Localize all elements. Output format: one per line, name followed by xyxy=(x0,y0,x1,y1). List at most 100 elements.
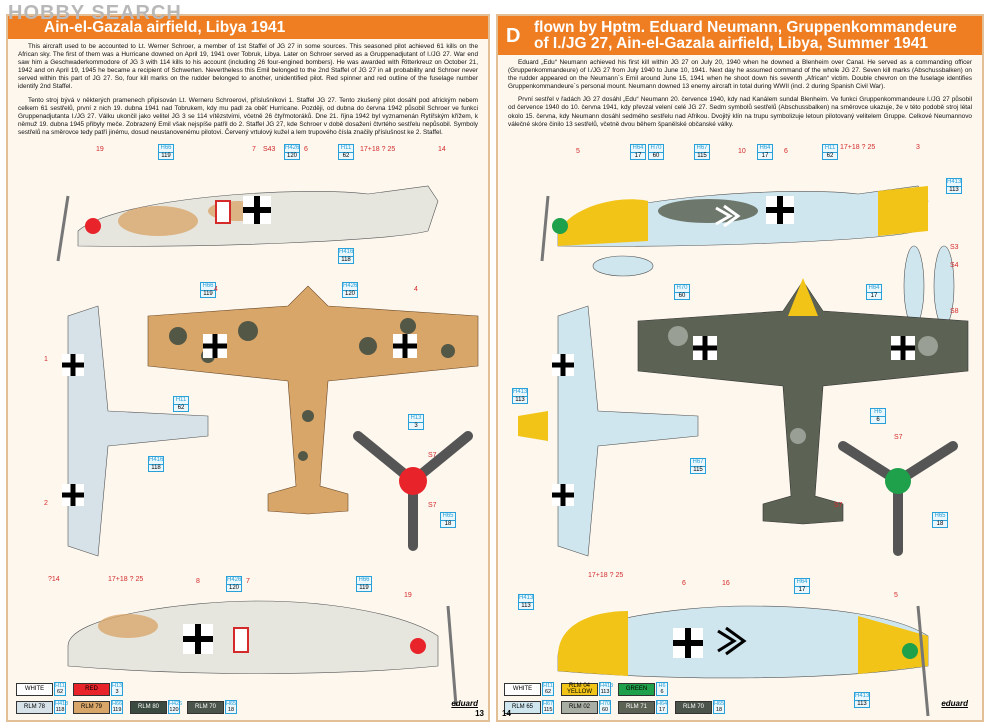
swatch-code: H64 xyxy=(758,145,772,153)
side-view-bottom xyxy=(557,605,930,717)
swatch-code: H65 xyxy=(441,513,455,521)
swatch-code: 6 xyxy=(876,416,880,423)
swatch-code: 113 xyxy=(949,186,959,193)
swatch-code: H11 xyxy=(339,145,353,153)
swatch-label: RLM 70 xyxy=(187,700,224,714)
swatch-code: 17 xyxy=(798,586,806,593)
swatch-label: WHITE xyxy=(504,682,541,696)
swatch-code: 113 xyxy=(515,396,525,403)
swatch-code: 113 xyxy=(857,700,867,707)
swatch-code: 3 xyxy=(414,422,418,429)
swatch-code: 115 xyxy=(693,466,703,473)
swatch-code: 113 xyxy=(521,602,531,609)
swatch-code: H67 xyxy=(691,459,705,467)
swatch-code: 17 xyxy=(634,152,642,159)
swatch-label: RLM 04 YELLOW xyxy=(561,682,598,696)
swatch-code: 60 xyxy=(601,707,609,713)
swatch-code: 18 xyxy=(936,520,944,527)
swatch-code: H13 xyxy=(409,415,423,423)
marker: S7 xyxy=(428,452,437,459)
swatch-code: H413 xyxy=(519,595,534,603)
swatch-code: H67 xyxy=(543,701,554,707)
swatch-code: 119 xyxy=(161,152,171,159)
marker: 16 xyxy=(722,580,730,587)
swatch-code: 115 xyxy=(543,707,553,713)
marker: 6 xyxy=(682,580,686,587)
marker: 3 xyxy=(916,144,920,151)
swatch-code: 119 xyxy=(359,584,369,591)
marker: 4 xyxy=(214,286,218,293)
plan-view-upper xyxy=(637,278,969,525)
marker: ?14 xyxy=(48,576,60,583)
swatch-code: H418 xyxy=(55,701,69,707)
swatch-label: RED xyxy=(73,682,110,696)
swatch-code: H413 xyxy=(855,693,870,701)
swatch-code: 113 xyxy=(600,689,610,695)
swatch-code: H70 xyxy=(600,701,611,707)
swatch-code: 118 xyxy=(151,464,161,471)
page-number: 13 xyxy=(475,709,484,718)
swatch-code: H65 xyxy=(714,701,725,707)
swatch-code: H66 xyxy=(112,701,123,707)
marker: 4 xyxy=(414,286,418,293)
swatch-code: 62 xyxy=(826,152,834,159)
swatch-code: H64 xyxy=(631,145,645,153)
marker: 17+18 ? 25 xyxy=(360,146,396,153)
swatch-code: H426 xyxy=(227,577,242,585)
page-title: Ain-el-Gazala airfield, Libya 1941 xyxy=(8,16,488,39)
swatch-code: H66 xyxy=(357,577,371,585)
swatch-code: H65 xyxy=(933,513,947,521)
marker: S43 xyxy=(263,146,276,153)
swatch-code: H13 xyxy=(112,683,123,689)
swatch-code: 119 xyxy=(112,707,122,713)
swatch-code: H64 xyxy=(867,285,881,293)
swatch-code: H64 xyxy=(795,579,809,587)
plan-view-under xyxy=(518,305,699,557)
swatch-code: 62 xyxy=(177,404,185,411)
swatch-code: 118 xyxy=(341,256,351,263)
swatch-code: H413 xyxy=(947,179,962,187)
swatch-code: 115 xyxy=(697,152,707,159)
plan-view-upper xyxy=(147,285,479,515)
swatch-code: H66 xyxy=(159,145,173,153)
swatch-code: 60 xyxy=(652,152,660,159)
swatch-code: H70 xyxy=(675,285,689,293)
title-text: Ain-el-Gazala airfield, Libya 1941 xyxy=(44,19,286,36)
marker: 5 xyxy=(576,148,580,155)
swatch-label: RLM 80 xyxy=(130,700,167,714)
swatch-label: RLM 65 xyxy=(504,700,541,714)
swatch-label: RLM 79 xyxy=(73,700,110,714)
title-text: flown by Hptm. Eduard Neumann, Gruppenko… xyxy=(534,19,957,52)
swatch-code: H70 xyxy=(649,145,663,153)
description-en: Eduard „Edu“ Neumann achieved his first … xyxy=(508,59,972,91)
aircraft-profiles xyxy=(518,185,969,717)
